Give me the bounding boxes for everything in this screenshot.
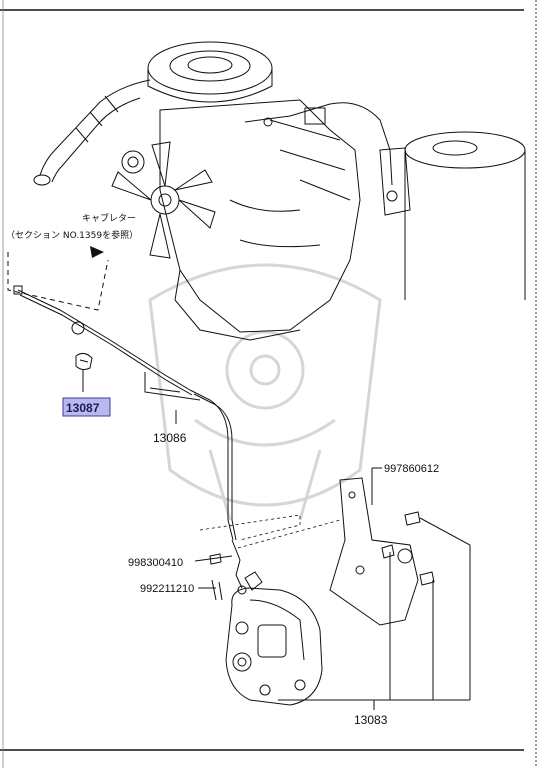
bolts: [381, 511, 435, 586]
part-label-13083[interactable]: 13083: [354, 713, 388, 727]
cable-clip-icon: [75, 352, 93, 371]
part-label-13087[interactable]: 13087: [66, 401, 100, 415]
fan-blades: [111, 141, 216, 259]
part-13087-highlight[interactable]: [62, 397, 111, 417]
dashed-guide-2: [237, 519, 341, 549]
note-arrow-icon: [90, 246, 104, 258]
part-label-997860612[interactable]: 997860612: [384, 463, 439, 475]
carb-reference-box: [7, 252, 109, 311]
screw-icon: [209, 553, 222, 565]
leader-bolt-upper: [419, 517, 471, 700]
choke-actuator: [225, 539, 323, 706]
choke-cable: [13, 285, 237, 541]
pin-clip-icon: [211, 579, 223, 601]
dashed-guide-1: [199, 514, 301, 541]
leader-998300410: [194, 555, 233, 562]
engine-illustration: [33, 41, 526, 341]
mounting-bracket: [329, 477, 419, 626]
carb-note-line2: （セクション NO.1359を参照）: [6, 229, 138, 241]
part-label-998300410[interactable]: 998300410: [128, 557, 183, 569]
watermark-emblem: [148, 263, 382, 521]
part-label-992211210[interactable]: 992211210: [140, 583, 194, 595]
carb-note-line1: キャブレター: [82, 212, 136, 224]
part-label-13086[interactable]: 13086: [153, 431, 187, 445]
